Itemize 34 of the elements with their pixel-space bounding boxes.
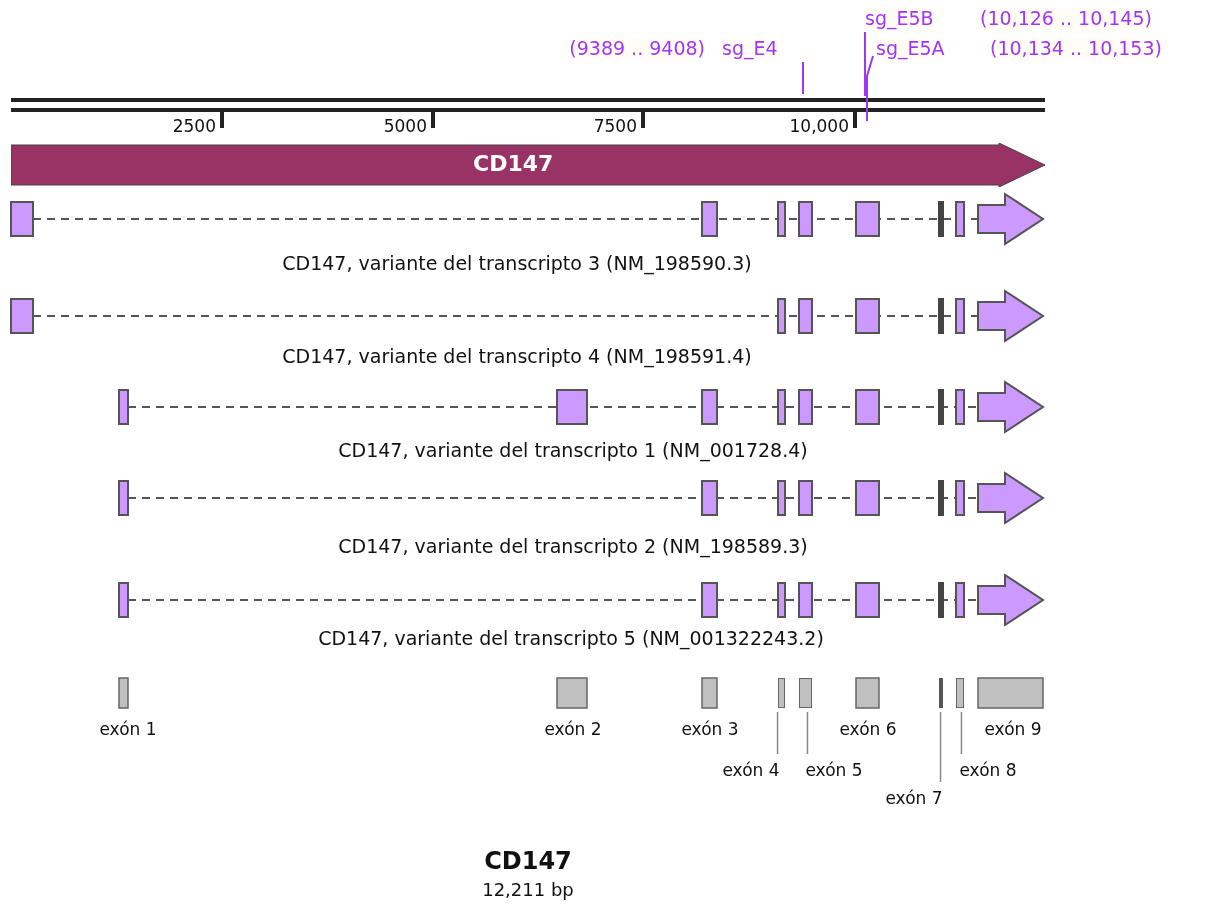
transcript-label: CD147, variante del transcripto 3 (NM_198590.3) [282, 253, 752, 274]
map-title: CD147 [484, 848, 572, 875]
guide-name: sg_E4 [722, 38, 778, 59]
leader-line [806, 711, 809, 755]
transcript-label: CD147, variante del transcripto 1 (NM_001728.4) [338, 440, 808, 461]
position-range: (9389 .. 9408) [569, 38, 705, 59]
position-range: (10,134 .. 10,153) [990, 38, 1162, 59]
exon-box [778, 678, 785, 708]
transcript-label: CD147, variante del transcripto 4 (NM_198591.4) [282, 346, 752, 367]
exon-label: exón 1 [99, 720, 157, 739]
transcript-label: CD147, variante del transcripto 2 (NM_198589.3) [338, 536, 808, 557]
exon-label: exón 3 [681, 720, 739, 739]
guide-name: sg_E5A [876, 38, 945, 59]
exon-box [799, 678, 812, 708]
exon-label: exón 7 [885, 788, 943, 808]
guide-name: sg_E5B [865, 8, 934, 29]
tick-label: 7500 [593, 117, 637, 136]
exon-box [956, 678, 964, 708]
leader-line [960, 711, 963, 755]
leader-line [939, 711, 942, 783]
exon-label: exón 6 [839, 720, 897, 739]
leader-line [776, 711, 779, 755]
exon-bar [939, 678, 943, 708]
exon-label: exón 4 [722, 760, 780, 780]
tick-label: 5000 [383, 117, 427, 136]
sequence-length: 12,211 bp [482, 880, 574, 900]
tick-label: 2500 [172, 117, 216, 136]
gene-name: CD147 [473, 151, 554, 178]
position-range: (10,126 .. 10,145) [980, 8, 1152, 29]
exon-label: exón 5 [805, 760, 863, 780]
transcript-label: CD147, variante del transcripto 5 (NM_001322243.2) [318, 628, 824, 649]
exon-label: exón 8 [959, 760, 1017, 780]
exon-label: exón 9 [984, 720, 1042, 739]
exon-label: exón 2 [544, 720, 602, 739]
